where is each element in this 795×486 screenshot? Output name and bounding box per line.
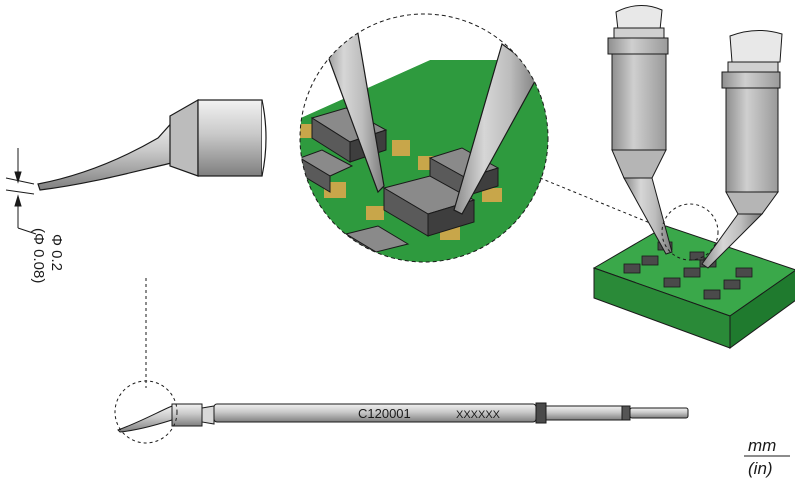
unit-in: (in) bbox=[748, 459, 773, 478]
units-legend: mm (in) bbox=[744, 436, 790, 478]
tip-cone bbox=[37, 116, 177, 191]
magnifier-ring bbox=[299, 13, 549, 263]
magnified-view bbox=[299, 13, 549, 263]
dimension-in-label: (Φ 0.08) bbox=[30, 228, 47, 283]
tip-closeup bbox=[37, 98, 267, 191]
part-number: C120001 bbox=[358, 406, 411, 421]
unit-mm: mm bbox=[748, 436, 776, 455]
tip-collar bbox=[169, 98, 199, 177]
serial-placeholder: XXXXXX bbox=[456, 409, 501, 421]
tweezer-assembly bbox=[592, 5, 795, 349]
smd-components bbox=[300, 107, 500, 262]
board-components bbox=[623, 241, 753, 300]
connector-lines bbox=[145, 177, 673, 388]
dimension-marks bbox=[5, 148, 37, 235]
dimension-mm-label: Φ 0.2 bbox=[48, 234, 65, 271]
full-tip bbox=[114, 380, 689, 444]
tip-sleeve bbox=[197, 99, 263, 177]
